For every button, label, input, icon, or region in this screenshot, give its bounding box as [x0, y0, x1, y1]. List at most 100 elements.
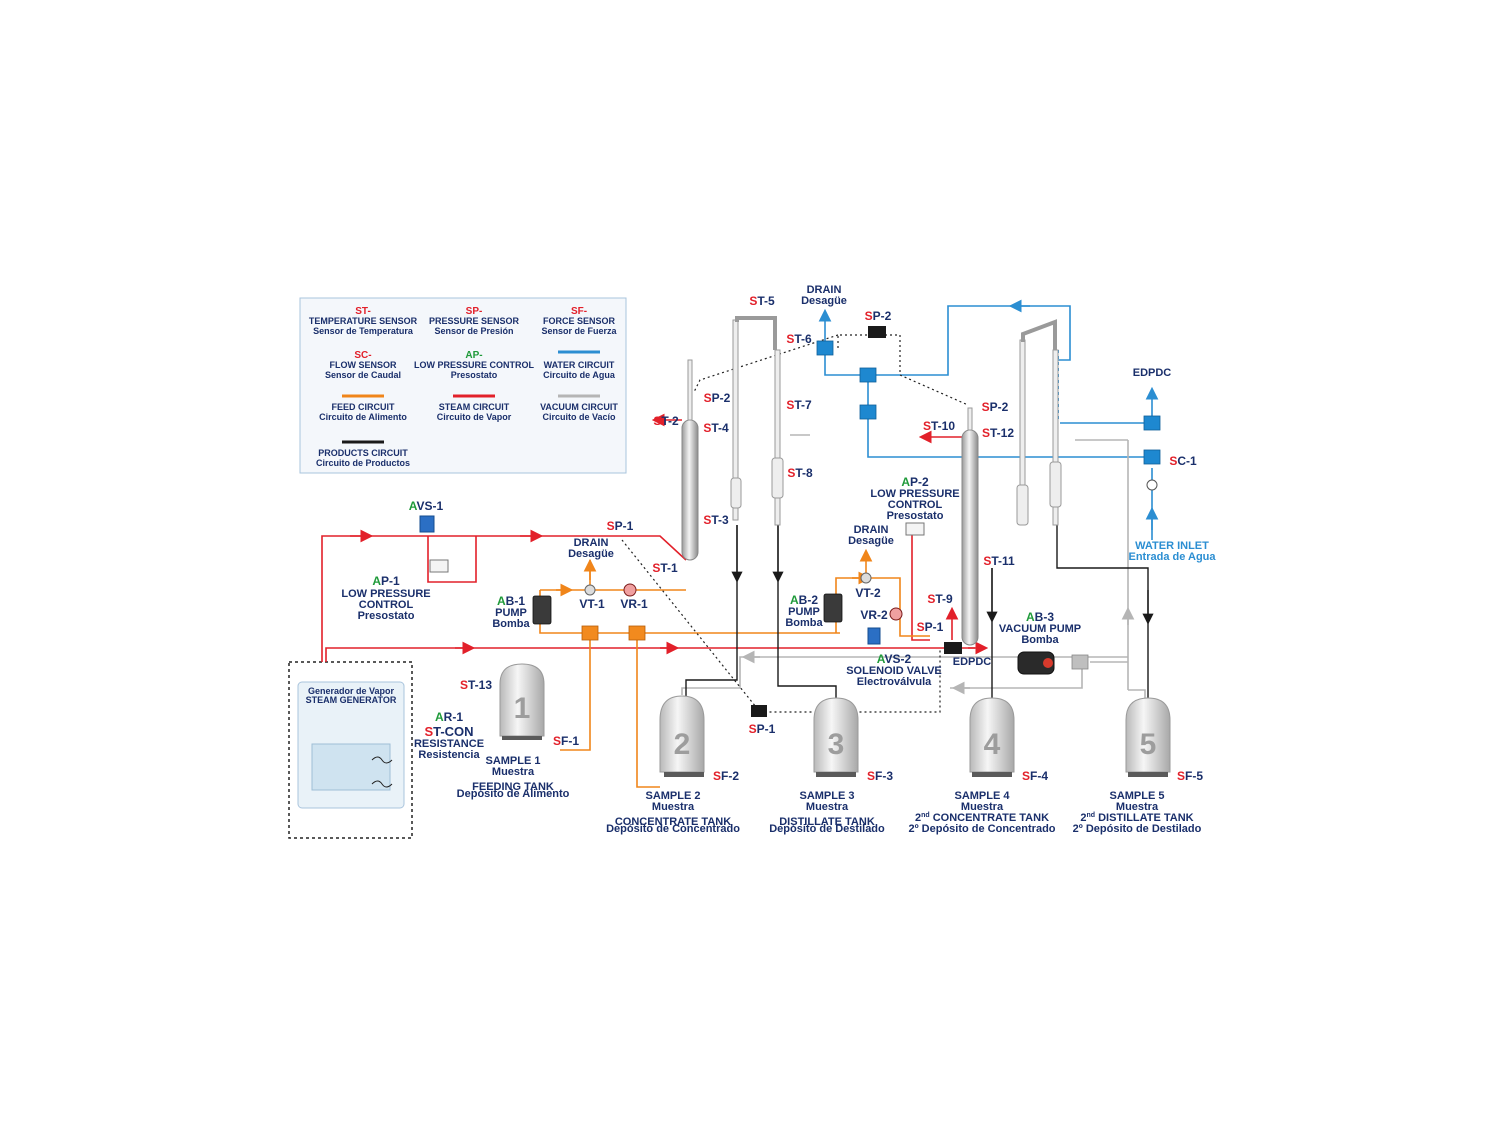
tank-1-caption-4: Depósito de Alimento [457, 788, 570, 800]
tank-5-caption-2: Muestra [1116, 801, 1159, 813]
label-drain1-es: Desagüe [568, 548, 614, 560]
label-ab1: AB-1 [497, 594, 525, 608]
legend-sc-es: Sensor de Caudal [325, 370, 401, 380]
sensor-st3: ST-3 [703, 513, 729, 527]
sensor-st4: ST-4 [703, 421, 729, 435]
tank-5-body [1125, 697, 1171, 773]
feed-valve-2[interactable] [628, 625, 646, 641]
sensor-st7: ST-7 [786, 398, 812, 412]
pump-ab2-icon[interactable] [823, 593, 843, 623]
tank-2-number: 2 [674, 728, 691, 761]
products-circuit [685, 525, 1154, 698]
product-to-tank3 [777, 525, 837, 698]
steam-generator-es: Generador de Vapor [308, 686, 395, 696]
vacuum-to-tank5 [1128, 689, 1146, 698]
pressure-switch-ap1-icon[interactable] [429, 559, 449, 573]
tank-captions: SAMPLE 1 Muestra FEEDING TANK Depósito d… [457, 755, 1202, 835]
valve-vr2-icon[interactable] [889, 607, 903, 621]
vacuum-pump-icon[interactable] [1017, 651, 1055, 675]
label-ab3-l2: Bomba [1021, 634, 1059, 646]
sensor-sp1-a: SP-1 [607, 519, 634, 533]
tank-5-base [1128, 772, 1168, 777]
label-avs2: AVS-2 [877, 652, 912, 666]
solenoid-valve-avs1-icon[interactable] [419, 515, 435, 533]
water-valve-edpdc[interactable] [1143, 415, 1161, 431]
tank-1-caption-1: SAMPLE 1 [485, 755, 540, 767]
legend-products-es: Circuito de Productos [316, 458, 410, 468]
legend-ap-code: AP- [465, 350, 482, 361]
flow-sensor-icon [1146, 479, 1158, 491]
tank-4-number: 4 [984, 728, 1001, 761]
valve-vr1-icon[interactable] [623, 583, 637, 597]
tank-2-caption-3: CONCENTRATE TANK [615, 816, 731, 828]
tank-3-caption-3: DISTILLATE TANK [779, 816, 875, 828]
tank-4-base [972, 772, 1012, 777]
steam-generator-frame [288, 661, 413, 839]
label-vr1: VR-1 [620, 597, 648, 611]
sensor-sf4: SF-4 [1022, 769, 1048, 783]
evaporator-column-1 [681, 419, 699, 561]
label-stcon-l1: RESISTANCE [414, 738, 484, 750]
label-drain-top-es: Desagüe [801, 295, 847, 307]
label-edpdc1: EDPDC [953, 656, 992, 668]
valve-vt1-icon[interactable] [584, 584, 596, 596]
pump-ab1-icon[interactable] [532, 595, 552, 625]
pressure-switch-ap2-icon[interactable] [905, 522, 925, 536]
condenser-tube-2 [774, 349, 781, 526]
vacuum-line-low [950, 668, 1083, 689]
label-vt1: VT-1 [579, 597, 605, 611]
label-ap1: AP-1 [372, 574, 400, 588]
sensor-st10: ST-10 [923, 419, 955, 433]
sensor-st6: ST-6 [786, 332, 812, 346]
label-vr2: VR-2 [860, 608, 888, 622]
pressure-sensor-sp1-bottom [751, 705, 767, 717]
tank-1: 1 [499, 663, 545, 740]
valve-vt2-icon[interactable] [860, 572, 872, 584]
tank-2-caption-2: Muestra [652, 801, 695, 813]
sensor-st8: ST-8 [787, 466, 813, 480]
label-avs1: AVS-1 [409, 499, 444, 513]
water-valve-sc1[interactable] [1143, 449, 1161, 465]
legend-st-es: Sensor de Temperatura [313, 326, 414, 336]
label-ar1: AR-1 [435, 710, 463, 724]
legend-sc-code: SC- [354, 350, 371, 361]
tank-3-caption-4: Depósito de Destilado [769, 823, 885, 835]
label-vt2: VT-2 [855, 586, 881, 600]
solenoid-valve-avs2-icon[interactable] [867, 627, 881, 645]
steam-generator-en: STEAM GENERATOR [306, 695, 397, 705]
legend-sf-en: FORCE SENSOR [543, 316, 616, 326]
feed-valve-1[interactable] [581, 625, 599, 641]
boiler-water [311, 743, 391, 791]
label-stcon: ST-CON [424, 724, 473, 739]
tank-4: 4 [969, 697, 1015, 777]
label-ab3: AB-3 [1026, 610, 1054, 624]
separator-2 [771, 457, 784, 499]
tank-1-caption-3: FEEDING TANK [472, 781, 554, 793]
tank-4-caption-1: SAMPLE 4 [954, 790, 1010, 802]
legend-sf-code: SF- [571, 306, 587, 317]
label-ab2-l1: PUMP [788, 606, 820, 618]
label-avs2-l1: SOLENOID VALVE [846, 665, 942, 677]
tank-5-caption-4: 2º Depósito de Destilado [1073, 823, 1202, 835]
sensor-sf2: SF-2 [713, 769, 739, 783]
condenser-tube-4 [1052, 349, 1059, 526]
water-valve-st7[interactable] [859, 404, 877, 420]
label-ab2: AB-2 [790, 593, 818, 607]
sensor-sp2-b: SP-2 [704, 391, 731, 405]
legend-vacuum-es: Circuito de Vacío [542, 412, 616, 422]
label-ap2-l2: CONTROL [888, 499, 943, 511]
label-edpdc2: EDPDC [1133, 367, 1172, 379]
tank-1-body [499, 663, 545, 737]
legend-steam-es: Circuito de Vapor [437, 412, 512, 422]
sensor-tags: ST-1 ST-2 ST-3 ST-4 ST-5 ST-6 ST-7 ST-8 … [460, 294, 1203, 783]
column-2-neck [967, 407, 973, 431]
water-valve-st6[interactable] [816, 340, 834, 356]
signal-sp2-col1 [693, 334, 839, 393]
steam-generator: Generador de Vapor STEAM GENERATOR [288, 661, 413, 839]
evaporator-column-2 [961, 429, 979, 646]
tank-1-caption-2: Muestra [492, 766, 535, 778]
legend-sp-es: Sensor de Presión [434, 326, 513, 336]
tank-2-caption-4: Depósito de Concentrado [606, 823, 740, 835]
water-valve-1[interactable] [859, 367, 877, 383]
